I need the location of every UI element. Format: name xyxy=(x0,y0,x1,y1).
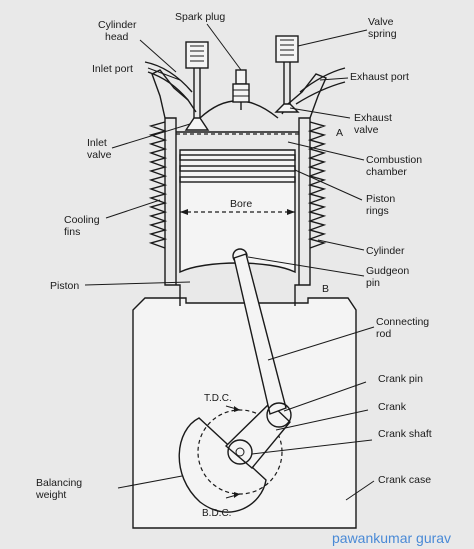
crank-pin-label: Crank pin xyxy=(378,373,423,385)
cooling-fin-profile xyxy=(307,121,327,249)
cylinder-label: Cylinder xyxy=(366,245,405,257)
balancing-weight-label-1: Balancing xyxy=(36,477,82,489)
leader-lines xyxy=(84,23,375,501)
marker-b: B xyxy=(322,283,329,295)
cooling-fins-left xyxy=(148,121,168,249)
marker-a: A xyxy=(336,127,343,139)
exhaust-valve-label-1: Exhaust xyxy=(354,112,392,124)
cylinder xyxy=(164,118,311,306)
connecting-rod xyxy=(233,253,287,415)
combustion-chamber-label-1: Combustion xyxy=(366,154,422,166)
watermark: pawankumar gurav xyxy=(332,530,451,546)
piston-label: Piston xyxy=(50,280,79,292)
crank-case-label: Crank case xyxy=(378,474,431,486)
cylinder-head xyxy=(144,61,346,133)
cooling-fins-label-2: fins xyxy=(64,226,80,238)
exhaust-port-label: Exhaust port xyxy=(350,71,409,83)
tdc-label: T.D.C. xyxy=(204,393,232,404)
exhaust-valve xyxy=(274,35,300,113)
piston-rings-label-2: rings xyxy=(366,205,389,217)
crank-shaft-label: Crank shaft xyxy=(378,428,432,440)
crank-shaft xyxy=(227,439,253,465)
balancing-weight-label-2: weight xyxy=(35,489,66,501)
crank xyxy=(224,402,291,469)
bore-dimension xyxy=(180,209,295,215)
inlet-valve-label-2: valve xyxy=(87,149,112,161)
bdc-label: B.D.C. xyxy=(202,508,231,519)
inlet-valve-label-1: Inlet xyxy=(87,137,107,149)
labels: Cylinder head Spark plug Valve spring In… xyxy=(35,11,451,546)
crank-pin xyxy=(266,402,292,428)
inlet-port-label: Inlet port xyxy=(92,63,133,75)
piston xyxy=(179,149,296,274)
inlet-valve xyxy=(184,41,210,131)
valve-spring-label-2: spring xyxy=(368,28,397,40)
balancing-weight xyxy=(178,417,267,513)
connecting-rod-label-1: Connecting xyxy=(376,316,429,328)
gudgeon-pin-label-1: Gudgeon xyxy=(366,265,409,277)
cooling-fins-right xyxy=(307,121,327,249)
combustion-chamber-label-2: chamber xyxy=(366,166,407,178)
crank-label: Crank xyxy=(378,401,407,413)
piston-rings-label-1: Piston xyxy=(366,193,395,205)
cylinder-head-label-2: head xyxy=(105,31,129,43)
cooling-fins-label-1: Cooling xyxy=(64,214,100,226)
gudgeon-pin-label-2: pin xyxy=(366,277,380,289)
bore-label: Bore xyxy=(230,198,252,210)
exhaust-valve-label-2: valve xyxy=(354,124,379,136)
valve-spring-label-1: Valve xyxy=(368,16,394,28)
spark-plug-label: Spark plug xyxy=(175,11,225,23)
cylinder-head-label-1: Cylinder xyxy=(98,19,137,31)
connecting-rod-label-2: rod xyxy=(376,328,391,340)
spark-plug xyxy=(232,69,250,110)
cooling-fin-profile xyxy=(148,121,168,249)
